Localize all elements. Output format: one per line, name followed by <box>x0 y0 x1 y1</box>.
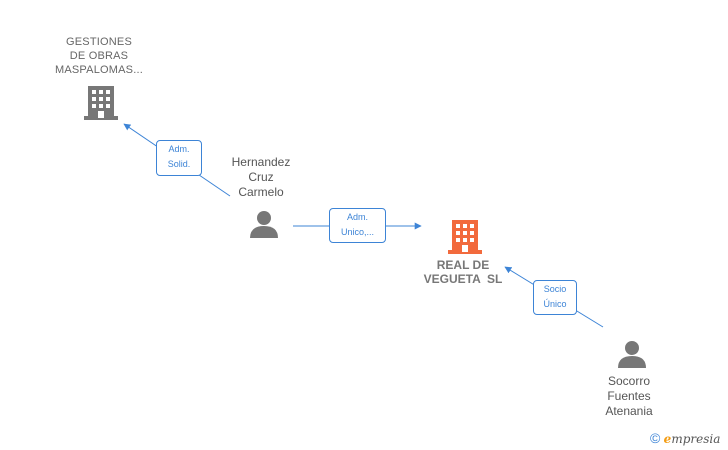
empresia-logo: empresia <box>664 432 721 446</box>
node-gestiones-line-1: GESTIONES <box>66 36 132 48</box>
edge-label-adm-solid-line-1: Adm. <box>168 144 190 154</box>
node-hernandez-line-2: Cruz <box>248 170 274 184</box>
node-socorro-line-2: Fuentes <box>607 389 651 403</box>
edge-label-adm-unico-line-2: Unico,... <box>340 227 374 237</box>
node-gestiones-line-3: MASPALOMAS... <box>55 64 143 76</box>
edge-label-adm-solid-line-2: Solid. <box>167 159 191 169</box>
node-hernandez-label[interactable]: Hernandez Cruz Carmelo <box>216 155 306 200</box>
edge-label-socio-unico[interactable]: Socio Único <box>533 280 577 315</box>
node-socorro-line-1: Socorro <box>607 374 651 388</box>
building-icon[interactable] <box>84 84 118 120</box>
edge-label-adm-unico[interactable]: Adm. Unico,... <box>329 208 386 243</box>
person-icon[interactable] <box>249 210 279 238</box>
node-socorro-line-3: Atenania <box>605 404 653 418</box>
node-gestiones-label[interactable]: GESTIONES DE OBRAS MASPALOMAS... <box>44 35 154 77</box>
edge-label-adm-unico-line-1: Adm. <box>346 212 368 222</box>
node-real-label[interactable]: REAL DE VEGUETA SL <box>408 258 518 286</box>
empresia-logo-initial: e <box>663 432 672 446</box>
node-real-line-2: VEGUETA SL <box>423 272 503 286</box>
copyright-icon: © <box>650 430 661 446</box>
edge-label-socio-unico-line-1: Socio <box>543 284 567 294</box>
node-hernandez-line-3: Carmelo <box>238 185 284 199</box>
edge-label-socio-unico-line-2: Único <box>543 299 567 309</box>
empresia-logo-rest: mpresia <box>671 432 721 446</box>
person-icon[interactable] <box>617 340 647 368</box>
node-socorro-label[interactable]: Socorro Fuentes Atenania <box>584 374 674 419</box>
empresia-watermark[interactable]: © empresia <box>650 430 720 446</box>
node-real-line-1: REAL DE <box>436 258 490 272</box>
edge-label-adm-solid[interactable]: Adm. Solid. <box>156 140 202 176</box>
node-gestiones-line-2: DE OBRAS <box>69 50 129 62</box>
building-icon[interactable] <box>448 218 482 254</box>
node-hernandez-line-1: Hernandez <box>231 155 291 169</box>
